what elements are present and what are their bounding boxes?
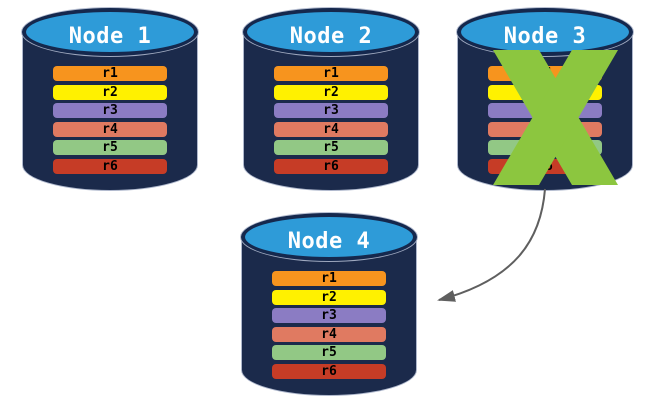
row-label: r3 bbox=[323, 103, 339, 118]
row-label: r5 bbox=[321, 345, 337, 360]
row-label: r1 bbox=[102, 66, 118, 81]
row-label: r4 bbox=[323, 121, 339, 137]
node-2-row-r6: r6 bbox=[274, 158, 388, 174]
row-label: r2 bbox=[102, 84, 118, 100]
row-label: r3 bbox=[102, 103, 118, 118]
node-4-row-r3: r3 bbox=[272, 308, 386, 323]
row-label: r5 bbox=[102, 140, 118, 155]
row-label: r1 bbox=[323, 66, 339, 81]
row-label: r2 bbox=[323, 84, 339, 100]
node-4-row-r2: r2 bbox=[272, 289, 386, 305]
node-1-row-r4: r4 bbox=[53, 121, 167, 137]
node-4-row-r5: r5 bbox=[272, 345, 386, 360]
node-1-row-r3: r3 bbox=[53, 103, 167, 118]
node-3-title: Node 3 bbox=[503, 23, 587, 49]
row-label: r1 bbox=[321, 271, 337, 286]
node-4-row-list: r1 r2 r3 r4 r5 r6 bbox=[272, 271, 386, 379]
node-4-title: Node 4 bbox=[287, 228, 371, 254]
failure-x-icon bbox=[493, 50, 618, 185]
node-4-row-r4: r4 bbox=[272, 326, 386, 342]
row-label: r4 bbox=[321, 326, 337, 342]
node-1-row-r1: r1 bbox=[53, 66, 167, 81]
node-3-cylinder-top: Node 3 bbox=[457, 8, 633, 56]
node-2-row-r1: r1 bbox=[274, 66, 388, 81]
node-1-cylinder: Node 1 r1 r2 r3 r4 r5 r6 bbox=[22, 8, 198, 191]
row-label: r2 bbox=[321, 289, 337, 305]
node-1-row-r2: r2 bbox=[53, 84, 167, 100]
node-1-title: Node 1 bbox=[68, 23, 152, 49]
row-label: r6 bbox=[102, 158, 118, 174]
row-label: r6 bbox=[323, 158, 339, 174]
node-2-title: Node 2 bbox=[289, 23, 373, 49]
node-4-cylinder: Node 4 r1 r2 r3 r4 r5 r6 bbox=[241, 213, 417, 396]
replication-arrow-icon bbox=[437, 188, 546, 302]
node-2-row-r4: r4 bbox=[274, 121, 388, 137]
node-2-row-r3: r3 bbox=[274, 103, 388, 118]
row-label: r4 bbox=[102, 121, 118, 137]
node-1-cylinder-top: Node 1 bbox=[22, 8, 198, 56]
node-3-cylinder: Node 3 r1 r2 r3 r4 r5 r6 bbox=[457, 8, 633, 191]
node-2-row-list: r1 r2 r3 r4 r5 r6 bbox=[274, 66, 388, 174]
node-4-row-r6: r6 bbox=[272, 363, 386, 379]
node-1-row-list: r1 r2 r3 r4 r5 r6 bbox=[53, 66, 167, 174]
node-2-row-r5: r5 bbox=[274, 140, 388, 155]
row-label: r5 bbox=[323, 140, 339, 155]
row-label: r6 bbox=[321, 363, 337, 379]
node-1-row-r5: r5 bbox=[53, 140, 167, 155]
node-4-row-r1: r1 bbox=[272, 271, 386, 286]
node-2-row-r2: r2 bbox=[274, 84, 388, 100]
node-4-cylinder-top: Node 4 bbox=[241, 213, 417, 261]
node-1-row-r6: r6 bbox=[53, 158, 167, 174]
node-2-cylinder: Node 2 r1 r2 r3 r4 r5 r6 bbox=[243, 8, 419, 191]
row-label: r3 bbox=[321, 308, 337, 323]
node-2-cylinder-top: Node 2 bbox=[243, 8, 419, 56]
